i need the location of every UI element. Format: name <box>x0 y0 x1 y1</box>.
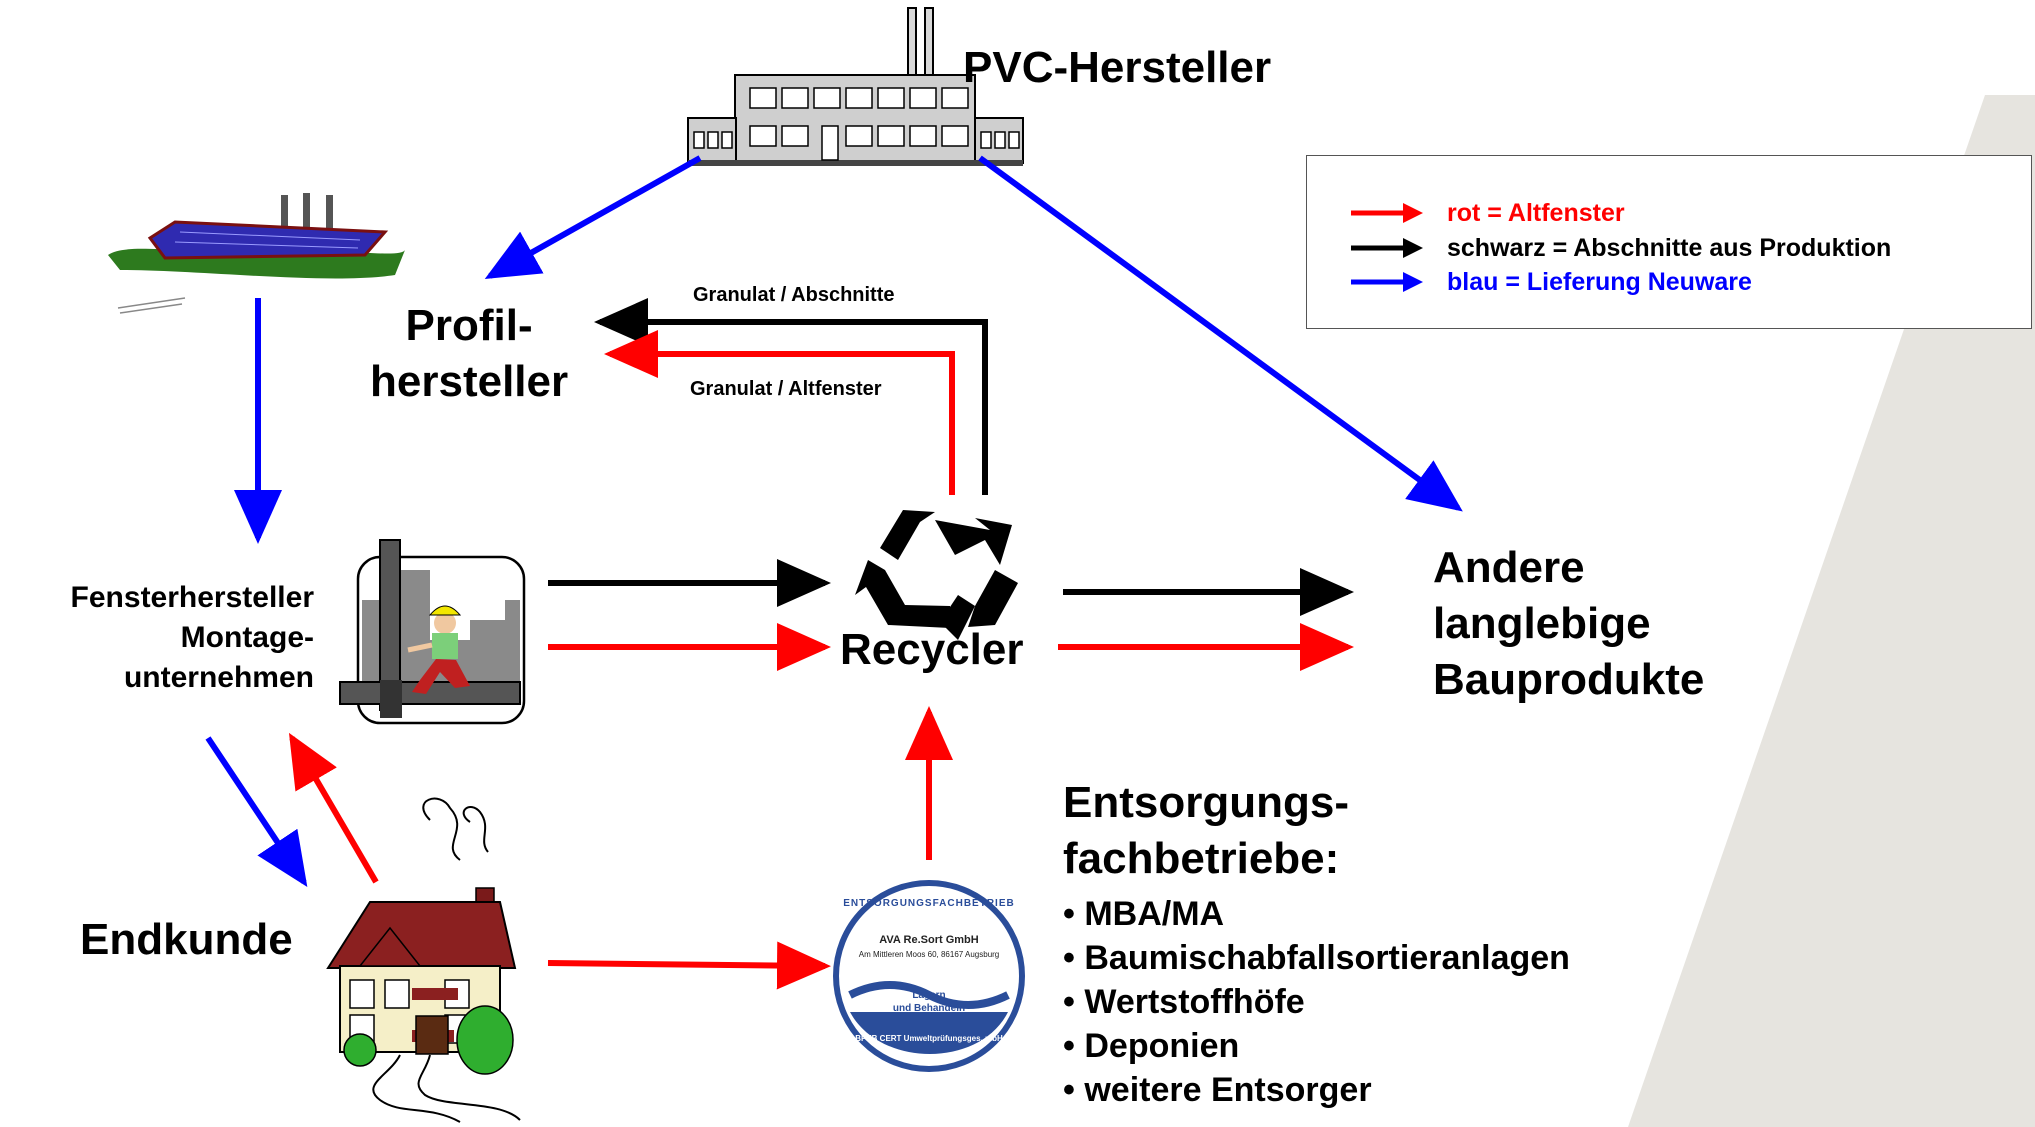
fenster-line-1: Fensterhersteller <box>70 581 314 614</box>
profil-line-1: Profil- <box>405 301 533 350</box>
seal-bottom-arc: BFUB CERT Umweltprüfungsges. mbH <box>855 1034 1003 1043</box>
legend-row-blue: blau = Lieferung Neuware <box>1307 265 2007 299</box>
fenster-line-3: unternehmen <box>123 661 314 694</box>
legend-blue-label: blau = Lieferung Neuware <box>1447 268 1752 296</box>
recycler-label: Recycler <box>840 625 1024 674</box>
arrow-fenster-to-endkunde <box>205 736 308 887</box>
pvc-hersteller-label: PVC-Hersteller <box>963 43 1272 92</box>
pvc-factory-icon <box>687 7 1024 166</box>
legend-blue-arrow-icon <box>1351 272 1423 292</box>
seal-arc-text: ENTSORGUNGSFACHBETRIEB <box>843 898 1015 909</box>
arrow-pvc-to-andere <box>978 155 1463 512</box>
fensterhersteller-label: Fensterhersteller Montage- unternehmen <box>8 578 314 698</box>
andere-bauprodukte-label: Andere langlebige Bauprodukte <box>1433 540 1704 708</box>
arrows <box>205 155 1463 990</box>
entsorgung-line-1: Entsorgungs- <box>1063 778 1349 827</box>
legend-row-black: schwarz = Abschnitte aus Produktion <box>1307 231 2007 265</box>
recycle-icon <box>855 510 1018 640</box>
arrow-pvc-to-profil <box>484 155 702 279</box>
arrow-recycler-to-profil-black <box>594 298 988 495</box>
endkunde-label: Endkunde <box>80 915 293 964</box>
andere-line-3: Bauprodukte <box>1433 655 1705 704</box>
entsorgung-title: Entsorgungs- fachbetriebe: <box>1063 775 1349 887</box>
andere-line-2: langlebige <box>1433 599 1651 648</box>
house-icon <box>326 797 521 1123</box>
andere-line-1: Andere <box>1433 543 1585 592</box>
profil-hersteller-label: Profil- hersteller <box>370 298 568 410</box>
seal-inner-line-2: und Behandeln <box>892 1003 966 1014</box>
background-shade <box>1628 95 2035 1127</box>
legend-red-label: rot = Altfenster <box>1447 199 1625 227</box>
legend-box: rot = Altfenster schwarz = Abschnitte au… <box>1306 155 2032 329</box>
profil-factory-icon <box>108 193 405 314</box>
legend-row-red: rot = Altfenster <box>1307 196 2007 230</box>
seal-company: AVA Re.Sort GmbH <box>879 934 979 946</box>
entsorgung-line-2: fachbetriebe: <box>1063 834 1340 883</box>
entsorgung-item: • MBA/MA <box>1063 895 1225 933</box>
arrow-endkunde-to-fenster <box>288 732 379 884</box>
entsorgung-list: • MBA/MA • Baumischabfallsortieranlagen … <box>1063 892 1570 1112</box>
seal-inner-line-1: Lagern <box>912 990 946 1001</box>
seal-text: ENTSORGUNGSFACHBETRIEB AVA Re.Sort GmbH … <box>836 882 1022 1068</box>
arrow-endkunde-to-entsorgung <box>547 941 831 990</box>
certification-seal <box>833 880 1025 1072</box>
fenster-line-2: Montage- <box>180 621 314 654</box>
legend-red-arrow-icon <box>1351 203 1423 223</box>
worker-icon <box>339 539 526 725</box>
entsorgung-item: • Baumischabfallsortieranlagen <box>1063 939 1570 977</box>
seal-address: Am Mittleren Moos 60, 86167 Augsburg <box>858 950 1000 959</box>
entsorgung-item: • weitere Entsorger <box>1063 1071 1372 1109</box>
profil-line-2: hersteller <box>370 357 569 406</box>
entsorgung-item: • Deponien <box>1063 1027 1240 1065</box>
arrow-recycler-to-profil-red <box>604 330 955 495</box>
granulat-altfenster-label: Granulat / Altfenster <box>690 378 882 400</box>
granulat-abschnitte-label: Granulat / Abschnitte <box>693 284 895 306</box>
legend-black-arrow-icon <box>1351 238 1423 258</box>
entsorgung-item: • Wertstoffhöfe <box>1063 983 1305 1021</box>
legend-black-label: schwarz = Abschnitte aus Produktion <box>1447 234 1892 262</box>
